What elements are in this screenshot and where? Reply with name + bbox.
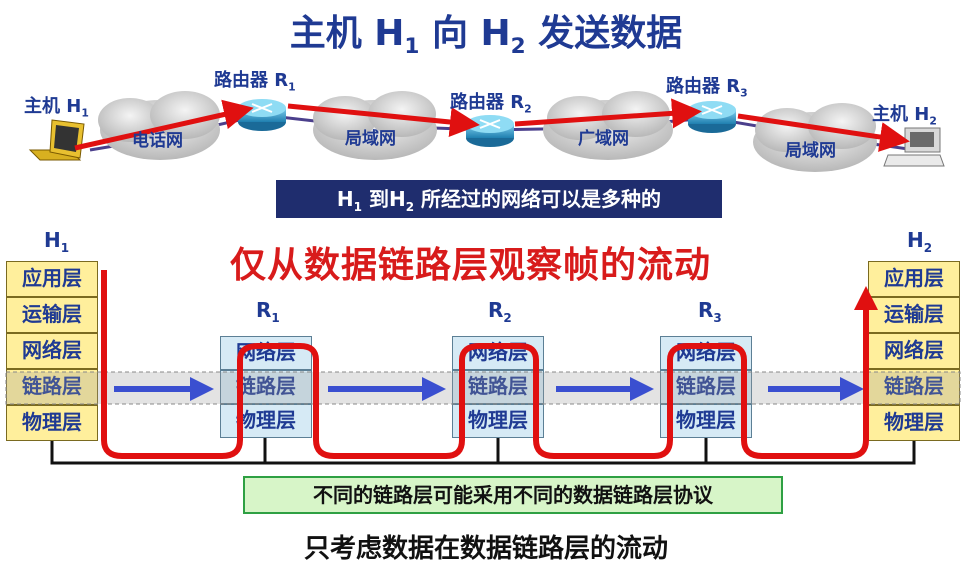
cloud-label-lan2: 局域网 <box>785 141 836 161</box>
r1-layer-link: 链路层 <box>220 370 312 404</box>
wire-r3-h2 <box>704 438 916 465</box>
router-r1-icon <box>238 99 286 131</box>
stack-label-h2: H2 <box>907 228 933 255</box>
h1-layer-network: 网络层 <box>6 333 98 369</box>
h1-layer-physical: 物理层 <box>6 405 98 441</box>
h2-layer-link: 链路层 <box>868 369 960 405</box>
wire-r2-r3 <box>496 438 708 465</box>
network-illustration <box>28 91 945 172</box>
router3-label: 路由器 R3 <box>666 76 748 100</box>
protocol-note: 不同的链路层可能采用不同的数据链路层协议 <box>243 476 783 514</box>
router1-label: 路由器 R1 <box>214 70 296 94</box>
r2-layer-physical: 物理层 <box>452 404 544 438</box>
footer-caption: 只考虑数据在数据链路层的流动 <box>303 534 668 564</box>
h2-layer-application: 应用层 <box>868 261 960 297</box>
route-arrow-4 <box>737 113 910 152</box>
h1-layer-application: 应用层 <box>6 261 98 297</box>
stack-label-h1: H1 <box>44 228 70 255</box>
router2-label: 路由器 R2 <box>450 92 532 116</box>
r1-layer-network: 网络层 <box>220 336 312 370</box>
cloud-label-phone: 电话网 <box>132 131 183 151</box>
r3-layer-link: 链路层 <box>660 370 752 404</box>
section-heading: 仅从数据链路层观察帧的流动 <box>230 245 712 286</box>
networks-banner: H1 到H2 所经过的网络可以是多种的 <box>276 180 722 218</box>
r2-layer-network: 网络层 <box>452 336 544 370</box>
terminal-icon <box>883 127 945 167</box>
host2-label: 主机 H2 <box>872 104 937 128</box>
h1-layer-link: 链路层 <box>6 369 98 405</box>
laptop-icon <box>28 119 85 161</box>
h2-layer-physical: 物理层 <box>868 405 960 441</box>
wire-r1-r2 <box>263 438 500 465</box>
route-arrow-2 <box>287 103 480 137</box>
r3-layer-network: 网络层 <box>660 336 752 370</box>
host1-label: 主机 H1 <box>24 96 89 120</box>
router-r2-icon <box>466 115 514 147</box>
wire-h1-r1 <box>50 438 267 465</box>
r2-layer-link: 链路层 <box>452 370 544 404</box>
h2-layer-network: 网络层 <box>868 333 960 369</box>
page-title: 主机 H1 向 H2 发送数据 <box>289 13 683 60</box>
route-arrow-1 <box>74 99 254 151</box>
stack-label-r1: R1 <box>256 298 280 325</box>
h2-layer-transport: 运输层 <box>868 297 960 333</box>
route-arrow-3 <box>514 98 702 129</box>
r3-layer-physical: 物理层 <box>660 404 752 438</box>
cloud-label-lan1: 局域网 <box>345 129 396 149</box>
cloud-lan-1 <box>313 91 437 160</box>
router-r3-icon <box>688 101 736 133</box>
stack-label-r2: R2 <box>488 298 512 325</box>
r1-layer-physical: 物理层 <box>220 404 312 438</box>
stack-label-r3: R3 <box>698 298 722 325</box>
cloud-label-wan: 广域网 <box>578 129 629 149</box>
h1-layer-transport: 运输层 <box>6 297 98 333</box>
